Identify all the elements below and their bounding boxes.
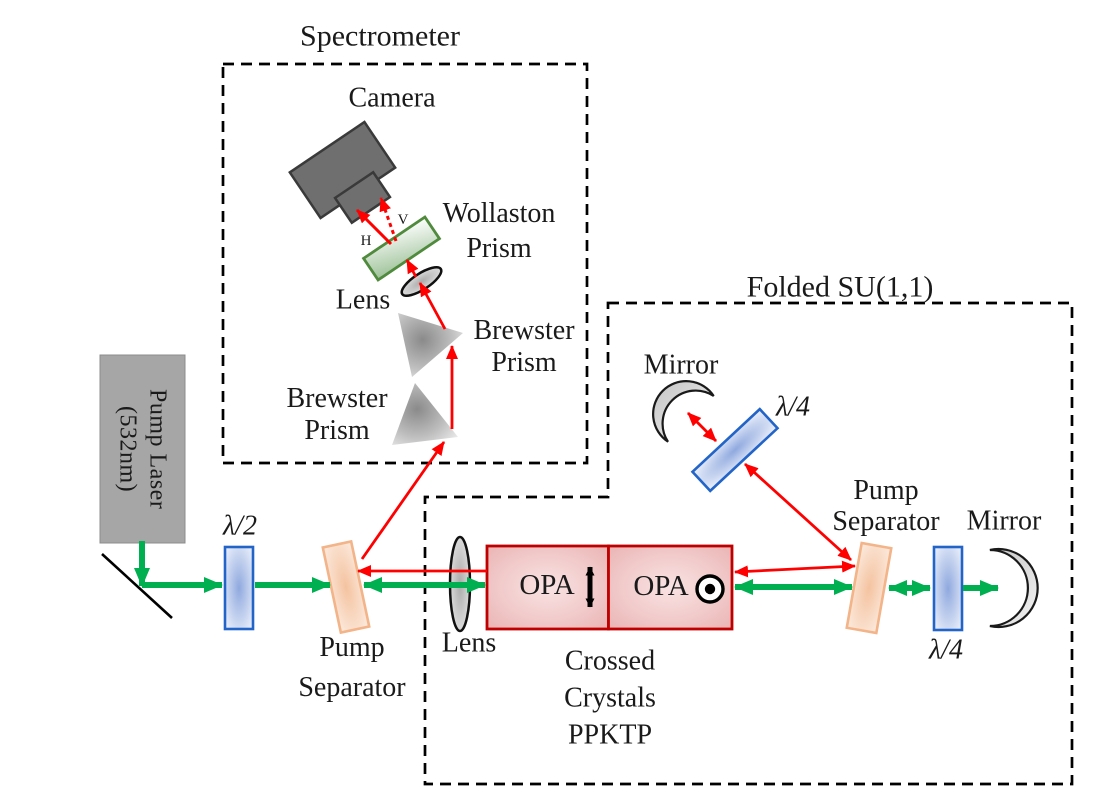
pump-laser-label-line2: (532nm) <box>114 405 141 493</box>
crossed-crystals-caption: Crossed Crystals PPKTP <box>564 643 656 754</box>
wollaston-prism-label: Wollaston Prism <box>443 196 556 266</box>
mirror-upper-label: Mirror <box>643 349 719 381</box>
spectrometer-box <box>221 62 589 465</box>
half-wave-plate-label: λ/2 <box>223 510 257 542</box>
signal-beam-crystal-to-right-separator <box>734 560 856 578</box>
pump-separator-left <box>321 539 371 635</box>
pump-separator-right-label-line2: Separator <box>832 506 940 537</box>
v-polarization-label: V <box>397 211 409 228</box>
brewster-upper-label-line2: Prism <box>491 347 557 378</box>
spectrometer-lens-label: Lens <box>335 284 391 316</box>
opa-left-label: OPA <box>519 569 575 602</box>
pump-laser-box <box>99 354 186 544</box>
folded-su11-box <box>423 301 1074 786</box>
signal-beam-h-to-camera <box>355 208 393 246</box>
signal-beam-separator-to-tilted-qwp <box>744 462 852 562</box>
signal-beam-qwp-to-upper-mirror <box>687 412 717 442</box>
wollaston-prism-label-line1: Wollaston <box>442 198 556 229</box>
quarter-wave-plate-right-label: λ/4 <box>929 634 963 666</box>
crystals-caption-line3: PPKTP <box>567 719 653 751</box>
mirror-right-label: Mirror <box>966 505 1042 537</box>
curved-mirror-upper <box>652 380 715 443</box>
curved-mirror-right <box>989 547 1039 629</box>
signal-beam-separator-to-prism <box>360 441 446 560</box>
half-wave-plate <box>223 545 255 631</box>
brewster-upper-label-line1: Brewster <box>473 315 575 346</box>
crystals-caption-line2: Crystals <box>564 682 656 714</box>
pump-separator-right-label-line1: Pump <box>853 475 919 506</box>
quarter-wave-plate-right <box>932 545 964 632</box>
signal-beam-lens-to-wollaston <box>405 259 419 278</box>
main-lens-label: Lens <box>441 627 497 659</box>
pump-separator-left-label: Pump Separator <box>298 628 405 708</box>
spectrometer-lens <box>400 266 443 297</box>
spectrometer-title: Spectrometer <box>300 19 460 53</box>
signal-beam-prism-to-lens <box>418 282 447 330</box>
signal-beam-v-to-camera <box>379 197 398 242</box>
camera-label: Camera <box>348 82 436 114</box>
brewster-lower-label-line1: Brewster <box>286 383 388 414</box>
camera-barrel <box>333 170 392 225</box>
folded-su11-title: Folded SU(1,1) <box>746 270 934 304</box>
pump-separator-right <box>845 541 893 635</box>
quarter-wave-plate-tilted <box>690 407 780 493</box>
opa-right-label: OPA <box>633 570 689 603</box>
crystals-caption-line1: Crossed <box>564 645 656 677</box>
brewster-lower-label-line2: Prism <box>304 415 370 446</box>
h-polarization-label: H <box>360 232 372 249</box>
brewster-prism-lower <box>392 383 458 445</box>
pump-separator-right-label: Pump Separator <box>832 475 939 537</box>
pump-laser-label-line1: Pump Laser <box>144 388 171 510</box>
out-of-plane-polarization-dot <box>704 583 716 595</box>
pump-laser-label: Pump Laser (532nm) <box>100 355 185 543</box>
brewster-prism-upper-label: Brewster Prism <box>473 315 574 379</box>
brewster-prism-lower-label: Brewster Prism <box>286 383 387 447</box>
pump-separator-left-label-line2: Separator <box>298 672 406 703</box>
brewster-prism-upper <box>398 313 463 377</box>
quarter-wave-plate-tilted-label: λ/4 <box>776 391 810 423</box>
pump-separator-left-label-line1: Pump <box>319 632 385 663</box>
wollaston-prism-label-line2: Prism <box>466 233 532 264</box>
